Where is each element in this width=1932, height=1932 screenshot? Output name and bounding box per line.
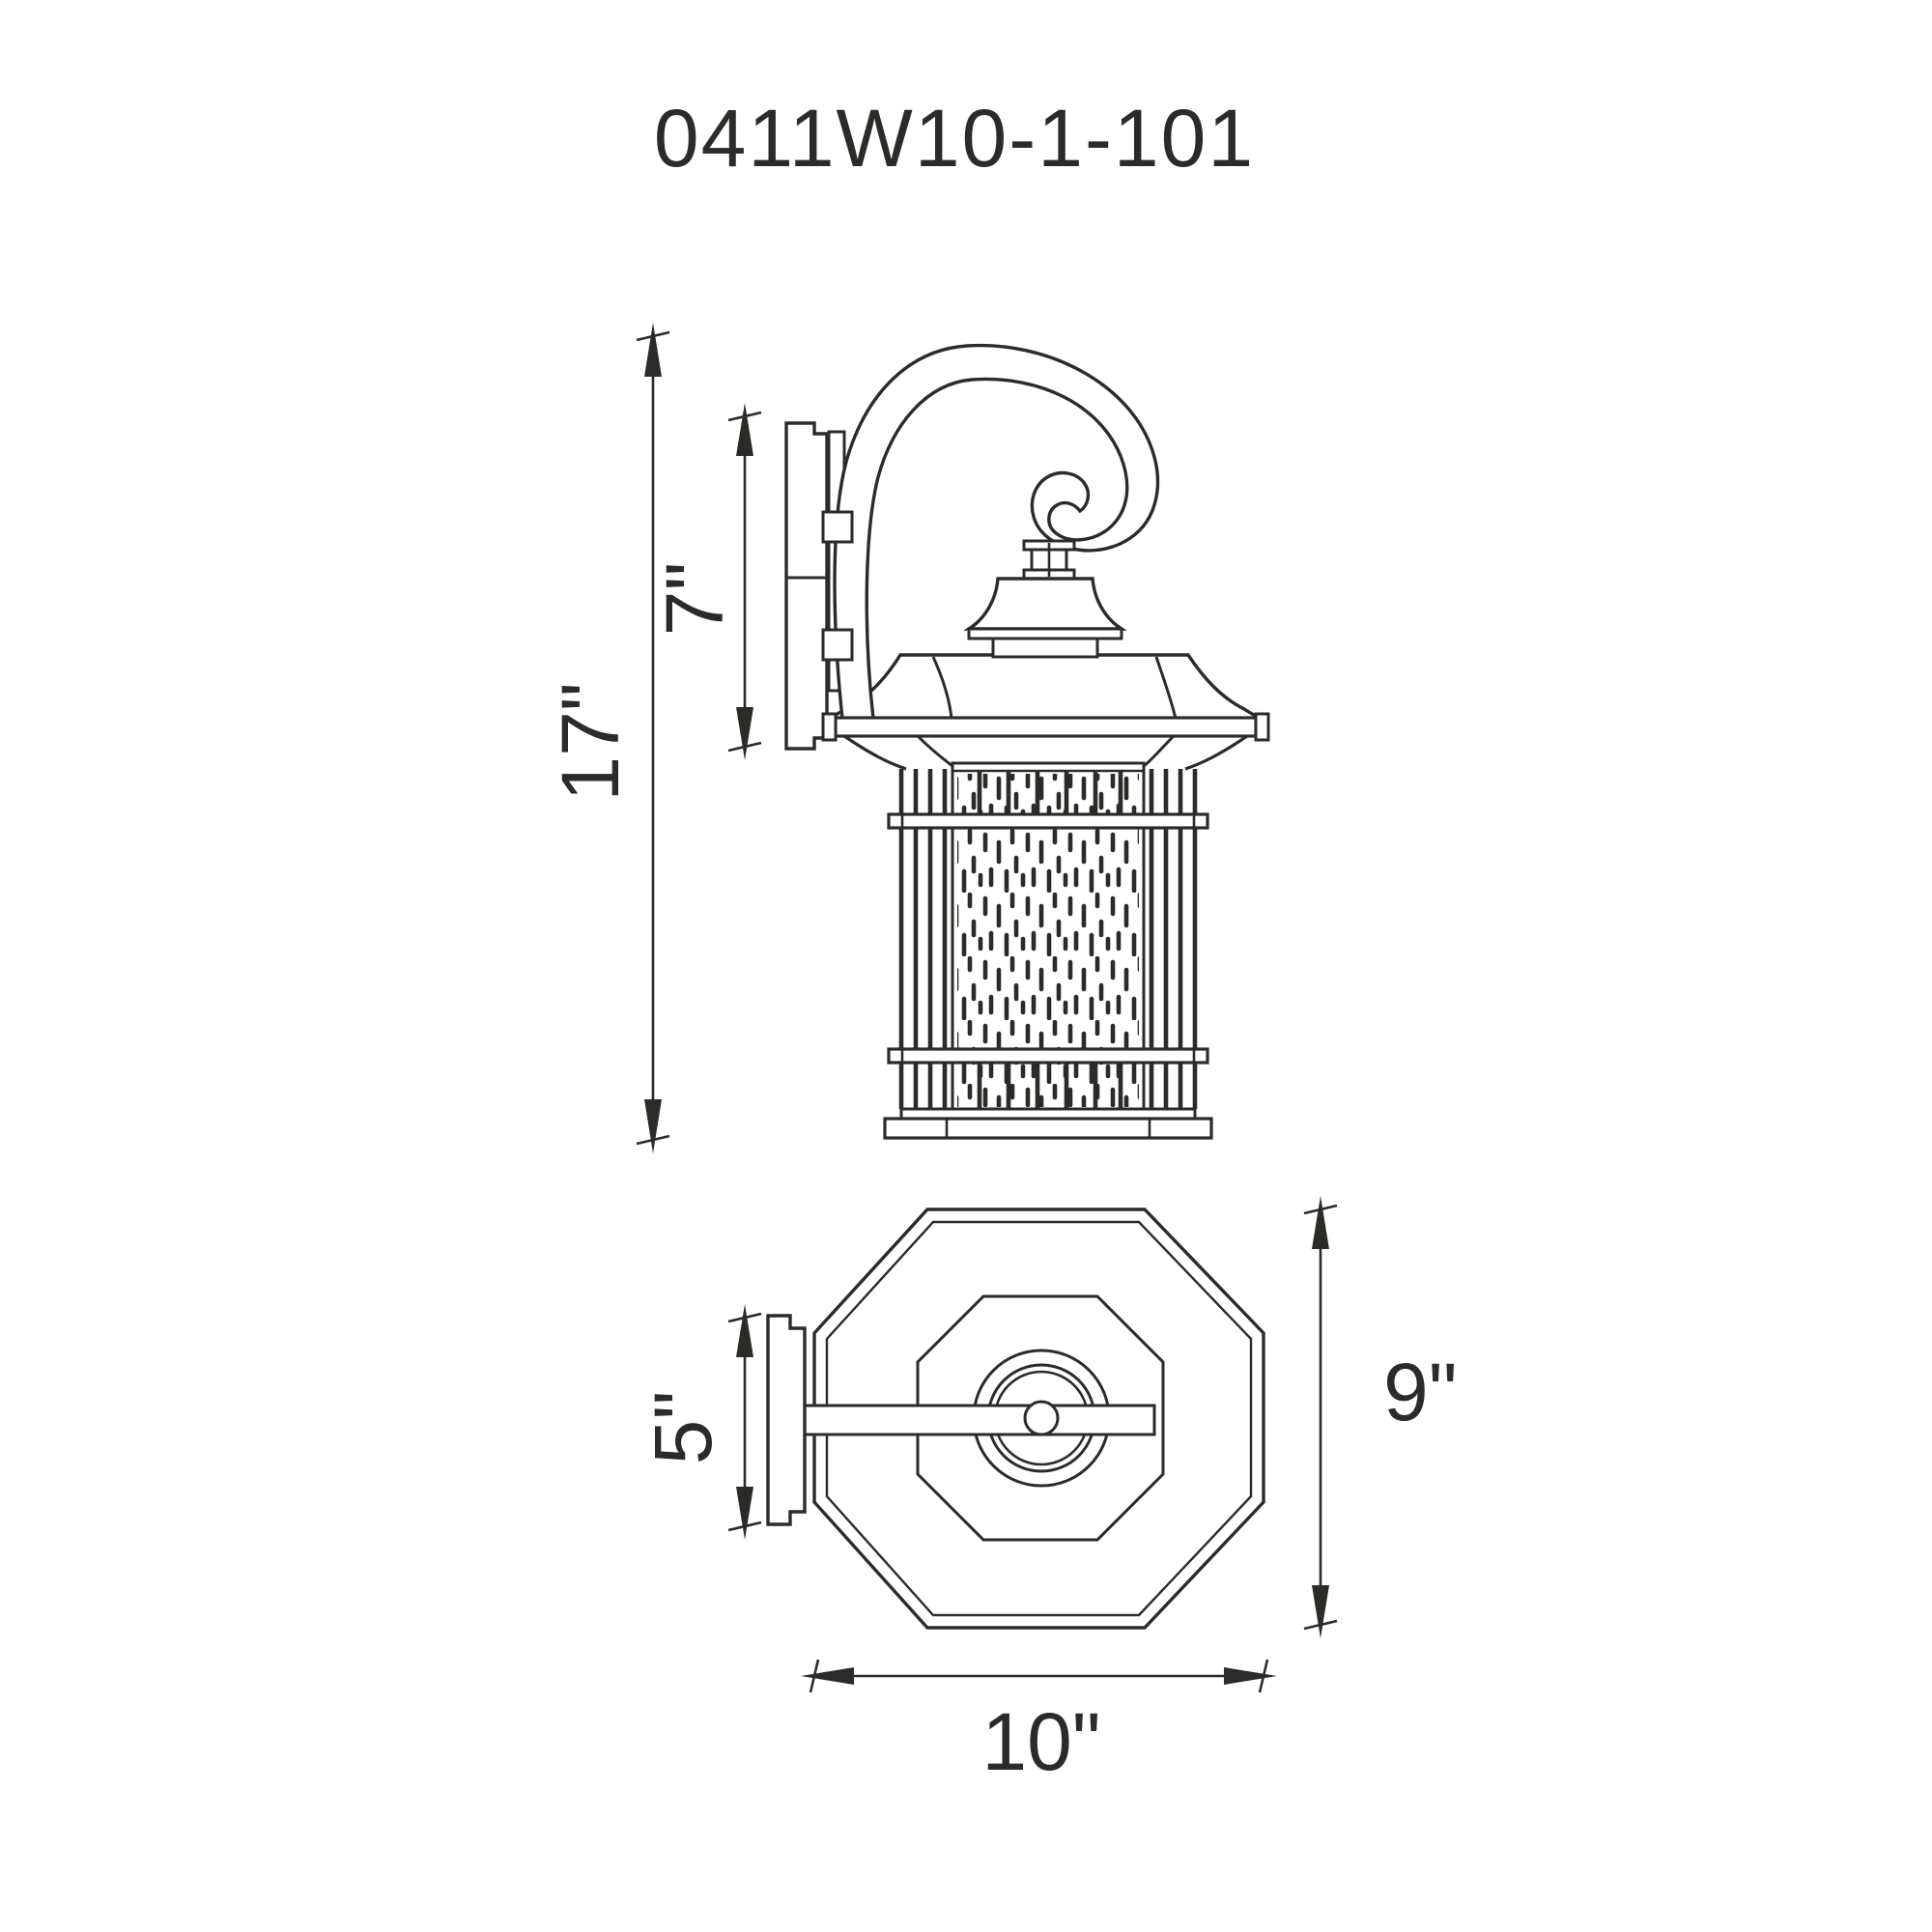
tick <box>636 330 670 342</box>
tick <box>809 1659 820 1693</box>
tick <box>727 741 762 753</box>
arrowhead-up <box>736 403 753 456</box>
lower-band <box>887 1047 1209 1065</box>
mounting-bolt-upper <box>821 510 854 544</box>
finial <box>963 539 1127 659</box>
skirt-left-outer <box>843 734 907 771</box>
base-plate <box>883 1117 1213 1140</box>
side-view: 17" 7" <box>545 323 1270 1153</box>
dim-label-17: 17" <box>545 682 636 801</box>
skirt-left-inner <box>916 734 953 768</box>
dimension-width: 10" <box>801 1659 1277 1787</box>
roof-skirt <box>843 734 1248 771</box>
tick <box>727 1312 762 1323</box>
lantern-roof <box>822 653 1265 721</box>
tick <box>1303 1204 1338 1215</box>
finial-neck <box>991 637 1099 659</box>
tick <box>1303 1619 1338 1631</box>
arrowhead-down <box>736 707 753 760</box>
arrowhead-down <box>1312 1585 1329 1638</box>
tick <box>636 1134 670 1146</box>
scroll-arm <box>833 343 1160 721</box>
wall-plate-side <box>784 421 854 751</box>
roof-silhouette <box>822 653 1265 721</box>
skirt-right-outer <box>1184 734 1248 771</box>
lantern-body <box>883 761 1213 1140</box>
band-cap-right <box>1254 712 1270 742</box>
mounting-bolt-lower <box>821 628 854 662</box>
bottom-view: 5" 9" 10" <box>638 1196 1458 1787</box>
arrowhead-up <box>736 1304 753 1357</box>
front-cage-bars <box>977 770 1123 1109</box>
dim-label-10: 10" <box>981 1696 1100 1787</box>
dim-label-5: 5" <box>638 1391 728 1465</box>
arrowhead-up <box>1312 1196 1329 1249</box>
bell-cap <box>963 577 1127 631</box>
arrowhead-down <box>644 1099 662 1153</box>
arrowhead-up <box>644 323 662 377</box>
dimension-backplate-width: 5" <box>638 1304 762 1540</box>
upper-band <box>887 812 1209 830</box>
socket-hub <box>1023 1400 1060 1436</box>
dimension-backplate-height: 7" <box>649 403 762 760</box>
dim-label-7: 7" <box>649 562 740 637</box>
roof-crease-left <box>931 656 953 720</box>
dimension-depth: 9" <box>1303 1196 1458 1638</box>
skirt-right-inner <box>1143 734 1176 768</box>
wall-plate-bottom <box>766 1314 807 1526</box>
tick <box>727 1520 762 1532</box>
arrowhead-right <box>1224 1667 1277 1685</box>
wall-plate-outline <box>784 421 829 751</box>
octagon-inset-line <box>825 1220 1253 1617</box>
mount-arm <box>803 1404 1156 1436</box>
dimension-overall-height: 17" <box>545 323 670 1153</box>
arrowhead-left <box>801 1667 854 1685</box>
model-number: 0411W10-1-101 <box>654 93 1255 184</box>
lantern-base <box>883 1107 1213 1140</box>
band-body <box>834 716 1258 738</box>
roof-crease-right <box>1154 656 1178 720</box>
band-cap-left <box>821 712 838 742</box>
roof-band <box>821 712 1270 742</box>
cage-bands <box>887 812 1209 1065</box>
arrowhead-down <box>736 1487 753 1540</box>
tick <box>727 411 762 422</box>
dim-label-9: 9" <box>1383 1347 1458 1437</box>
tick <box>1258 1659 1269 1693</box>
